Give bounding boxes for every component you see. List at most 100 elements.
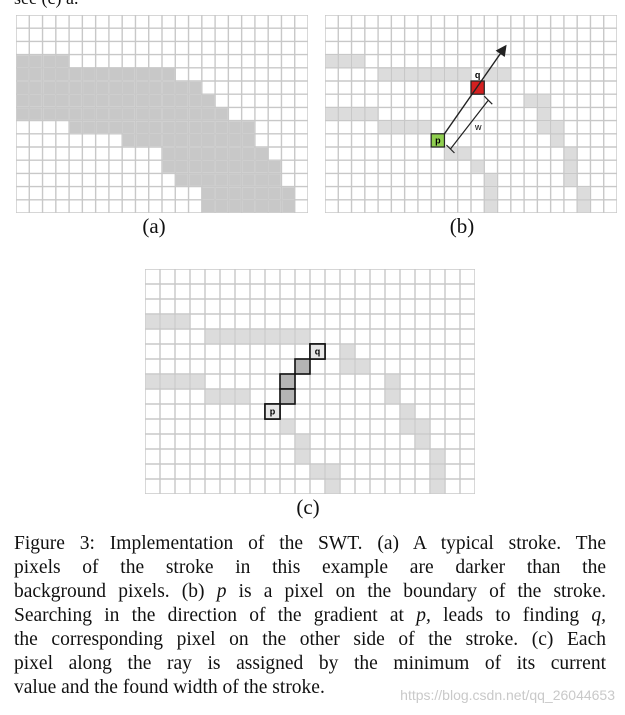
stroke-pixel bbox=[202, 121, 215, 134]
stroke-pixel bbox=[202, 108, 215, 120]
stroke-pixel bbox=[378, 68, 391, 81]
stroke-pixel bbox=[268, 200, 281, 213]
stroke-pixel bbox=[96, 81, 109, 94]
stroke-pixel bbox=[189, 108, 202, 120]
stroke-pixel bbox=[162, 94, 175, 107]
grid-lines bbox=[16, 15, 308, 213]
stroke-pixel bbox=[431, 68, 444, 81]
stroke-pixel bbox=[83, 108, 95, 120]
stroke-pixel bbox=[160, 374, 175, 389]
stroke-pixel bbox=[471, 160, 484, 173]
stroke-pixel bbox=[122, 134, 135, 147]
stroke-pixel bbox=[355, 359, 370, 374]
stroke-pixel bbox=[215, 108, 228, 120]
stroke-pixel bbox=[265, 329, 280, 344]
stroke-pixel bbox=[189, 147, 202, 160]
stroke-pixel bbox=[215, 147, 228, 160]
stroke-pixel bbox=[310, 464, 325, 479]
caption-line-3: background pixels. (b) p is a pixel on t… bbox=[14, 581, 606, 602]
top-clipped-text: see (c) a. bbox=[14, 0, 78, 9]
grid-lines bbox=[145, 269, 475, 494]
stroke-pixel bbox=[109, 121, 122, 134]
stroke-pixel bbox=[162, 68, 175, 81]
stroke-pixel bbox=[56, 68, 69, 81]
figure-caption: Figure 3: Implementation of the SWT. (a)… bbox=[14, 532, 606, 700]
stroke-pixel bbox=[242, 121, 255, 134]
stroke-pixel bbox=[162, 160, 175, 173]
stroke-pixel bbox=[29, 108, 42, 120]
stroke-pixel bbox=[96, 94, 109, 107]
stroke-pixel bbox=[16, 81, 29, 94]
stroke-pixel bbox=[29, 94, 42, 107]
stroke-pixel bbox=[418, 121, 431, 134]
stroke-pixel bbox=[235, 389, 250, 404]
panel-a-label: (a) bbox=[142, 214, 166, 238]
stroke-pixel bbox=[405, 121, 418, 134]
stroke-pixel bbox=[69, 108, 82, 120]
stroke-pixel bbox=[69, 94, 82, 107]
stroke-pixel bbox=[445, 147, 458, 160]
stroke-pixel bbox=[415, 419, 430, 434]
stroke-pixel bbox=[551, 121, 564, 134]
stroke-pixel bbox=[189, 174, 202, 186]
ray-pixel bbox=[279, 388, 296, 405]
stroke-pixel bbox=[338, 108, 351, 120]
stroke-pixel bbox=[136, 108, 149, 120]
stroke-pixel bbox=[229, 200, 241, 213]
stroke-pixel bbox=[202, 200, 215, 213]
stroke-pixel bbox=[268, 174, 281, 186]
caption-line-5: the corresponding pixel on the other sid… bbox=[14, 629, 606, 650]
stroke-pixel bbox=[418, 68, 431, 81]
stroke-pixel bbox=[43, 68, 56, 81]
stroke-pixel bbox=[430, 449, 445, 464]
stroke-pixel bbox=[577, 187, 590, 200]
stroke-pixel bbox=[190, 374, 205, 389]
stroke-pixel bbox=[189, 134, 202, 147]
stroke-pixel bbox=[215, 134, 228, 147]
stroke-pixel bbox=[242, 174, 255, 186]
stroke-pixel bbox=[69, 81, 82, 94]
stroke-pixel bbox=[538, 121, 550, 134]
stroke-pixel bbox=[325, 108, 338, 120]
p-label: p bbox=[270, 407, 276, 417]
stroke-pixel bbox=[162, 121, 175, 134]
stroke-pixel bbox=[340, 359, 355, 374]
caption-line-1: Figure 3: Implementation of the SWT. (a)… bbox=[14, 533, 606, 554]
ray-pixel bbox=[294, 358, 311, 375]
stroke-pixel bbox=[250, 329, 265, 344]
stroke-pixel bbox=[189, 121, 202, 134]
stroke-pixel bbox=[400, 404, 415, 419]
stroke-pixel bbox=[175, 160, 188, 173]
stroke-pixel bbox=[202, 134, 215, 147]
stroke-pixel bbox=[160, 314, 175, 329]
stroke-pixel bbox=[215, 174, 228, 186]
p-pixel bbox=[430, 133, 446, 148]
stroke-pixel bbox=[109, 68, 122, 81]
stroke-pixel bbox=[149, 121, 162, 134]
panel-a-grid bbox=[16, 15, 308, 213]
stroke-pixel bbox=[242, 147, 255, 160]
stroke-pixel bbox=[338, 55, 351, 68]
stroke-pixel bbox=[29, 68, 42, 81]
stroke-pixel bbox=[392, 121, 404, 134]
stroke-pixel bbox=[280, 419, 295, 434]
stroke-pixel bbox=[149, 81, 162, 94]
stroke-pixel bbox=[484, 174, 497, 186]
stroke-pixel bbox=[538, 94, 550, 107]
width-tick-start bbox=[446, 144, 455, 154]
stroke-pixel bbox=[524, 94, 537, 107]
stroke-pixel bbox=[162, 108, 175, 120]
stroke-pixel bbox=[56, 94, 69, 107]
panel-b-label: (b) bbox=[449, 214, 475, 238]
stroke-pixel bbox=[162, 81, 175, 94]
stroke-pixel bbox=[189, 81, 202, 94]
q-label: q bbox=[475, 70, 481, 80]
stroke-pixel bbox=[484, 200, 497, 213]
stroke-pixel bbox=[189, 160, 202, 173]
stroke-pixel bbox=[220, 329, 235, 344]
stroke-pixel bbox=[122, 94, 135, 107]
stroke-pixel bbox=[175, 314, 190, 329]
stroke-pixel bbox=[484, 68, 497, 81]
stroke-pixel bbox=[498, 68, 511, 81]
stroke-pixel bbox=[189, 94, 202, 107]
